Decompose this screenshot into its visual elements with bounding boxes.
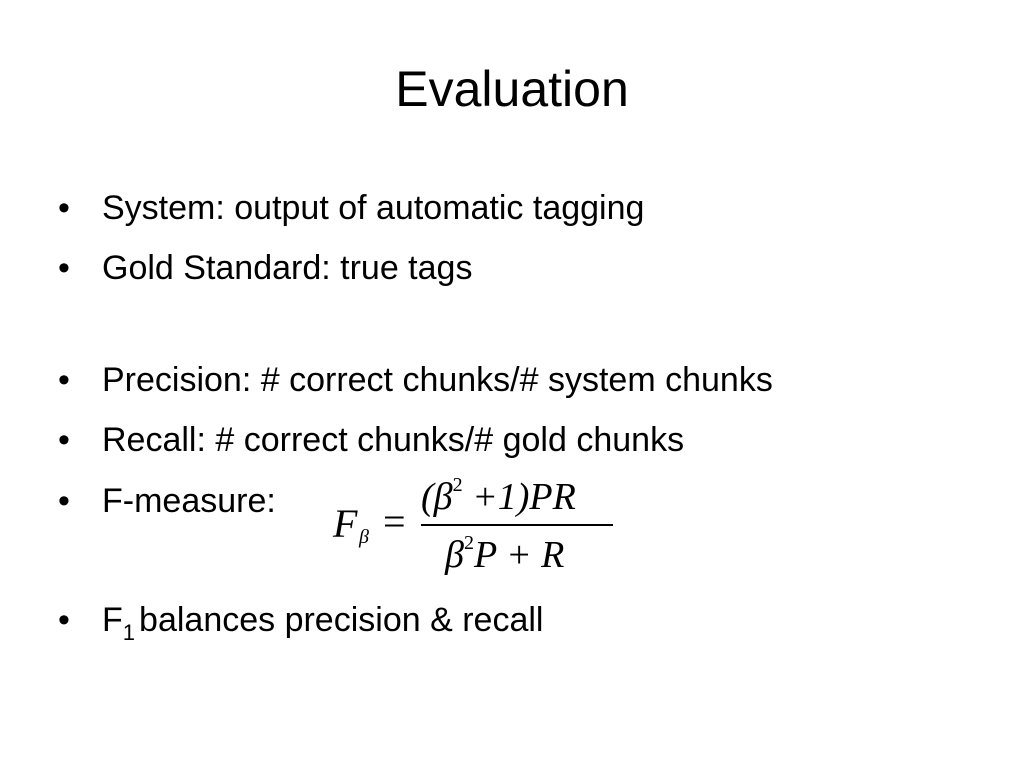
f1-subscript: 1: [122, 620, 136, 645]
bullet-icon: •: [58, 249, 70, 287]
bullet-item-gold-standard: • Gold Standard: true tags: [58, 248, 472, 288]
bullet-text: F-measure:: [102, 482, 276, 520]
bullet-icon: •: [58, 361, 70, 399]
denominator-exponent: 2: [463, 532, 474, 554]
bullet-text: System: output of automatic tagging: [102, 189, 645, 227]
formula-numerator: (β2 +1)PR: [421, 474, 576, 519]
slide-title: Evaluation: [395, 61, 629, 117]
bullet-icon: •: [58, 482, 70, 520]
numerator-open: (β: [421, 476, 453, 518]
bullet-item-system: • System: output of automatic tagging: [58, 188, 644, 228]
numerator-rest: +1)PR: [462, 476, 576, 518]
bullet-item-f-measure: • F-measure:: [58, 481, 276, 521]
formula-lhs-subscript: β: [359, 526, 369, 548]
bullet-text: balances precision & recall: [139, 601, 544, 639]
denominator-beta: β: [445, 534, 464, 576]
bullet-text: Recall: # correct chunks/# gold chunks: [102, 421, 685, 459]
f1-symbol: F: [102, 601, 123, 639]
formula-equals: =: [383, 499, 406, 544]
bullet-icon: •: [58, 601, 70, 639]
bullet-item-recall: • Recall: # correct chunks/# gold chunks: [58, 420, 684, 460]
numerator-exponent: 2: [452, 474, 463, 496]
formula-lhs: F: [333, 501, 358, 546]
bullet-text: Gold Standard: true tags: [102, 249, 473, 287]
bullet-item-precision: • Precision: # correct chunks/# system ch…: [58, 360, 773, 400]
bullet-icon: •: [58, 421, 70, 459]
formula-denominator: β2P + R: [445, 532, 564, 577]
denominator-rest: P + R: [473, 534, 565, 576]
f-measure-formula: F β = (β2 +1)PR β2P + R: [333, 474, 623, 583]
fraction-bar: [421, 524, 613, 526]
bullet-text: Precision: # correct chunks/# system chu…: [102, 361, 773, 399]
bullet-icon: •: [58, 189, 70, 227]
